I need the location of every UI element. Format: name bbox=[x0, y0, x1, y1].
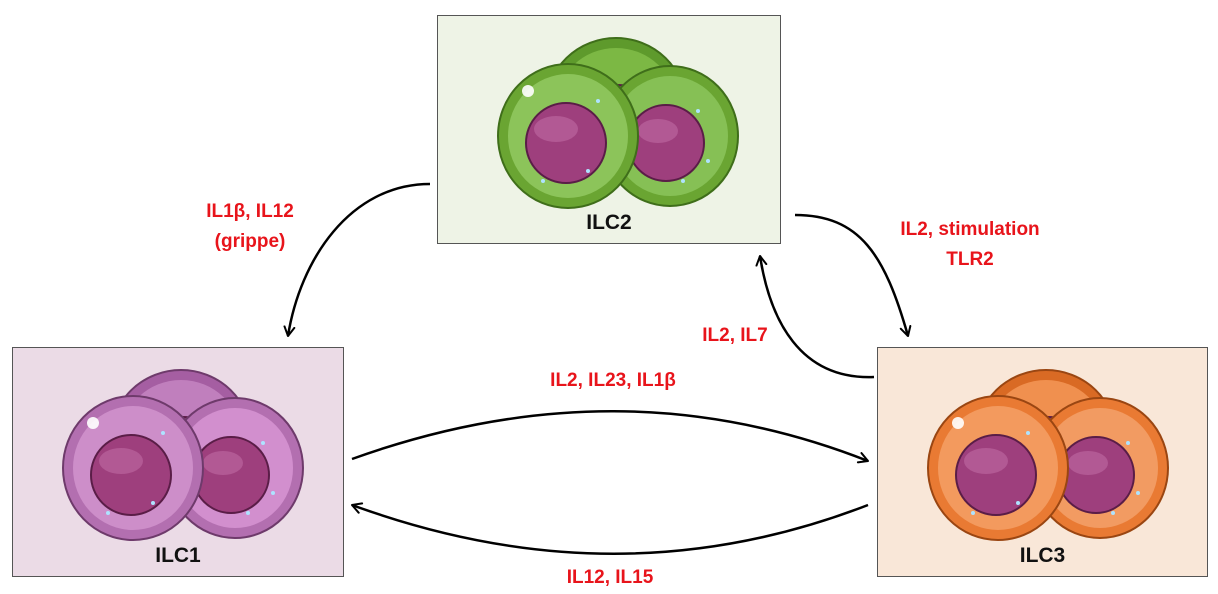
label-ilc1-to-ilc3: IL2, IL23, IL1β bbox=[550, 370, 676, 391]
ilc2-cells-illustration bbox=[497, 37, 739, 209]
label-ilc2-to-ilc1: IL1β, IL12 (grippe) bbox=[185, 197, 315, 257]
ilc1-panel: ILC1 bbox=[12, 347, 344, 577]
ilc2-label: ILC2 bbox=[586, 211, 632, 234]
ilc1-cells-illustration bbox=[62, 369, 304, 541]
arrow-ilc3-to-ilc1 bbox=[351, 502, 869, 555]
ilc3-cell-right bbox=[1031, 397, 1169, 539]
ilc1-cell-right bbox=[166, 397, 304, 539]
ilc1-cell-front bbox=[62, 395, 275, 541]
label-ilc3-to-ilc1: IL12, IL15 bbox=[566, 567, 654, 588]
arrow-ilc2-to-ilc3 bbox=[794, 213, 912, 337]
arrow-ilc2-to-ilc1 bbox=[283, 182, 431, 337]
ilc3-panel: ILC3 bbox=[877, 347, 1208, 577]
ilc3-cell-front bbox=[927, 395, 1140, 541]
arrow-ilc1-to-ilc3 bbox=[351, 410, 869, 464]
ilc2-panel: ILC2 bbox=[437, 15, 781, 244]
label-ilc3-to-ilc2: IL2, IL7 bbox=[702, 325, 768, 346]
label-ilc2-to-ilc1-line1: IL1β, IL12 bbox=[206, 201, 294, 222]
label-ilc2-to-ilc3-line1: IL2, stimulation bbox=[900, 219, 1040, 240]
ilc2-cell-front bbox=[497, 63, 710, 209]
ilc1-label: ILC1 bbox=[155, 544, 201, 567]
label-ilc2-to-ilc1-line2: (grippe) bbox=[214, 231, 286, 252]
ilc3-label: ILC3 bbox=[1019, 544, 1066, 567]
label-ilc2-to-ilc3: IL2, stimulation TLR2 bbox=[870, 215, 1070, 275]
arrow-ilc3-to-ilc2 bbox=[755, 255, 875, 379]
ilc3-cells-illustration bbox=[927, 369, 1169, 541]
label-ilc2-to-ilc3-line2: TLR2 bbox=[946, 249, 994, 270]
